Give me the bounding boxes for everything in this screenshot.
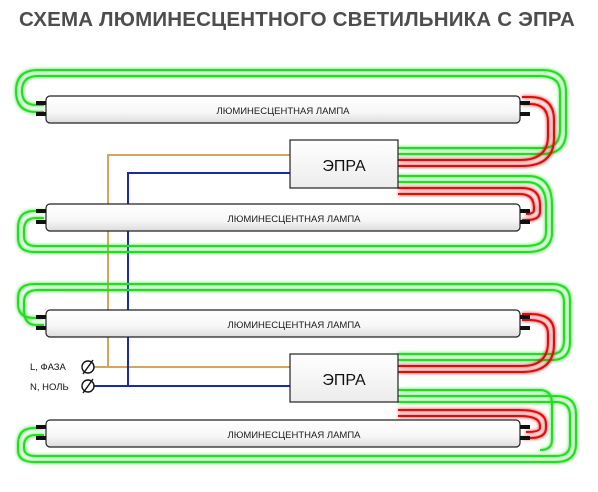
lamp-2: ЛЮМИНЕСЦЕНТНАЯ ЛАМПА: [36, 203, 530, 232]
lamp-pin: [520, 209, 530, 213]
lamp-pin: [36, 315, 46, 319]
lamp-pin: [36, 425, 46, 429]
lamp-pin: [36, 101, 46, 105]
neutral-wire: [88, 172, 290, 387]
ballast-label: ЭПРА: [322, 158, 366, 175]
lamp-pin: [36, 436, 46, 440]
lamp-pin: [36, 112, 46, 116]
green-wires: [14, 69, 577, 463]
supply-wires: [88, 154, 290, 387]
lamp-pin: [520, 112, 530, 116]
terminal-slash: [82, 378, 94, 394]
lamp-label: ЛЮМИНЕСЦЕНТНАЯ ЛАМПА: [227, 214, 361, 225]
ballast-1: ЭПРА: [289, 139, 399, 189]
terminal-phase-label: L, ФАЗА: [30, 362, 67, 373]
terminal-neutral-label: N, НОЛЬ: [30, 382, 69, 393]
phase-wire: [88, 154, 290, 368]
diagram-title: СХЕМА ЛЮМИНЕСЦЕНТНОГО СВЕТИЛЬНИКА С ЭПРА: [19, 8, 575, 31]
lamp-pin: [520, 220, 530, 224]
lamp-pin: [36, 209, 46, 213]
lamp-pin: [520, 436, 530, 440]
ballast-label: ЭПРА: [322, 372, 366, 389]
terminal-slash: [82, 359, 94, 375]
lamp-pin: [36, 326, 46, 330]
terminal-phase: L, ФАЗА: [30, 359, 95, 375]
lamp-label: ЛЮМИНЕСЦЕНТНАЯ ЛАМПА: [227, 430, 361, 441]
lamp-3: ЛЮМИНЕСЦЕНТНАЯ ЛАМПА: [36, 309, 530, 338]
lamp-pin: [520, 425, 530, 429]
red-wires: [398, 96, 555, 439]
lamp-pin: [520, 315, 530, 319]
lamp-pin: [520, 326, 530, 330]
ballast-2: ЭПРА: [289, 353, 399, 403]
lamp-pin: [36, 220, 46, 224]
terminal-neutral: N, НОЛЬ: [30, 378, 95, 394]
lamp-pin: [520, 101, 530, 105]
lamp-4: ЛЮМИНЕСЦЕНТНАЯ ЛАМПА: [36, 419, 530, 448]
lamp-label: ЛЮМИНЕСЦЕНТНАЯ ЛАМПА: [216, 106, 350, 117]
lamp-label: ЛЮМИНЕСЦЕНТНАЯ ЛАМПА: [227, 320, 361, 331]
lamp-1: ЛЮМИНЕСЦЕНТНАЯ ЛАМПА: [36, 95, 530, 124]
